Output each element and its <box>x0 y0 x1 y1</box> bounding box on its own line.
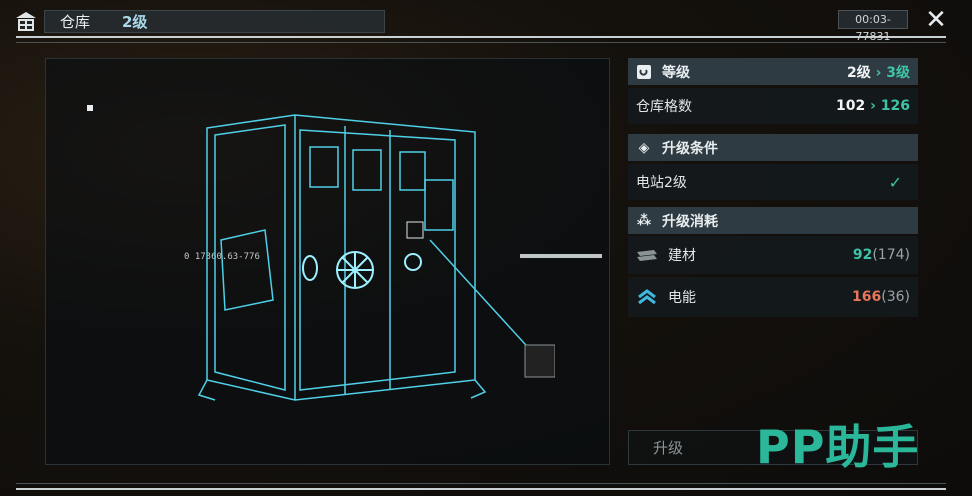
energy-icon <box>636 289 658 305</box>
capacity-label: 仓库格数 <box>636 99 692 115</box>
building-level: 2级 <box>122 13 148 31</box>
building-material-icon <box>636 247 658 263</box>
upgrade-button[interactable]: 升级 <box>628 430 918 465</box>
viewer-marker <box>87 105 93 111</box>
condition-item: 电站2级 ✓ <box>628 164 918 200</box>
cost-item: 建材 92(174) <box>628 236 918 274</box>
conditions-label: 升级条件 <box>662 140 718 157</box>
watermark: PP助手 <box>756 420 920 474</box>
guide-line <box>520 254 602 258</box>
cost-item-label: 建材 <box>668 248 696 264</box>
timer-readout: 00:03-77831 <box>838 10 908 43</box>
check-icon: ✓ <box>888 172 902 192</box>
title-bar <box>44 10 385 33</box>
cost-label: 升级消耗 <box>662 213 718 230</box>
model-viewer[interactable] <box>45 58 610 465</box>
capacity-row: 仓库格数 102 › 126 <box>628 88 918 124</box>
upgrade-button-label: 升级 <box>653 439 684 457</box>
divider <box>16 483 946 484</box>
level-change: 2级 › 3级 <box>846 64 910 81</box>
conditions-header: ◈ 升级条件 <box>628 134 918 161</box>
divider <box>16 488 946 490</box>
level-label: 等级 <box>662 64 690 81</box>
capacity-change: 102 › 126 <box>836 98 910 114</box>
divider <box>16 42 946 43</box>
cost-amount: 92(174) <box>852 247 910 263</box>
condition-label: 电站2级 <box>636 175 687 191</box>
close-button[interactable]: ✕ <box>925 5 947 35</box>
cost-item-label: 电能 <box>668 290 696 306</box>
warehouse-icon <box>14 9 38 33</box>
divider <box>16 36 946 38</box>
layers-icon: ◈ <box>638 139 650 156</box>
level-icon <box>636 64 652 80</box>
level-header: 等级 2级 › 3级 <box>628 58 918 85</box>
cost-header: ⁂ 升级消耗 <box>628 207 918 234</box>
container-wireframe <box>197 114 555 401</box>
page-title: 仓库 <box>60 13 91 31</box>
cost-item: 电能 166(36) <box>628 277 918 317</box>
cost-amount: 166(36) <box>852 289 910 305</box>
resources-icon: ⁂ <box>636 212 652 229</box>
